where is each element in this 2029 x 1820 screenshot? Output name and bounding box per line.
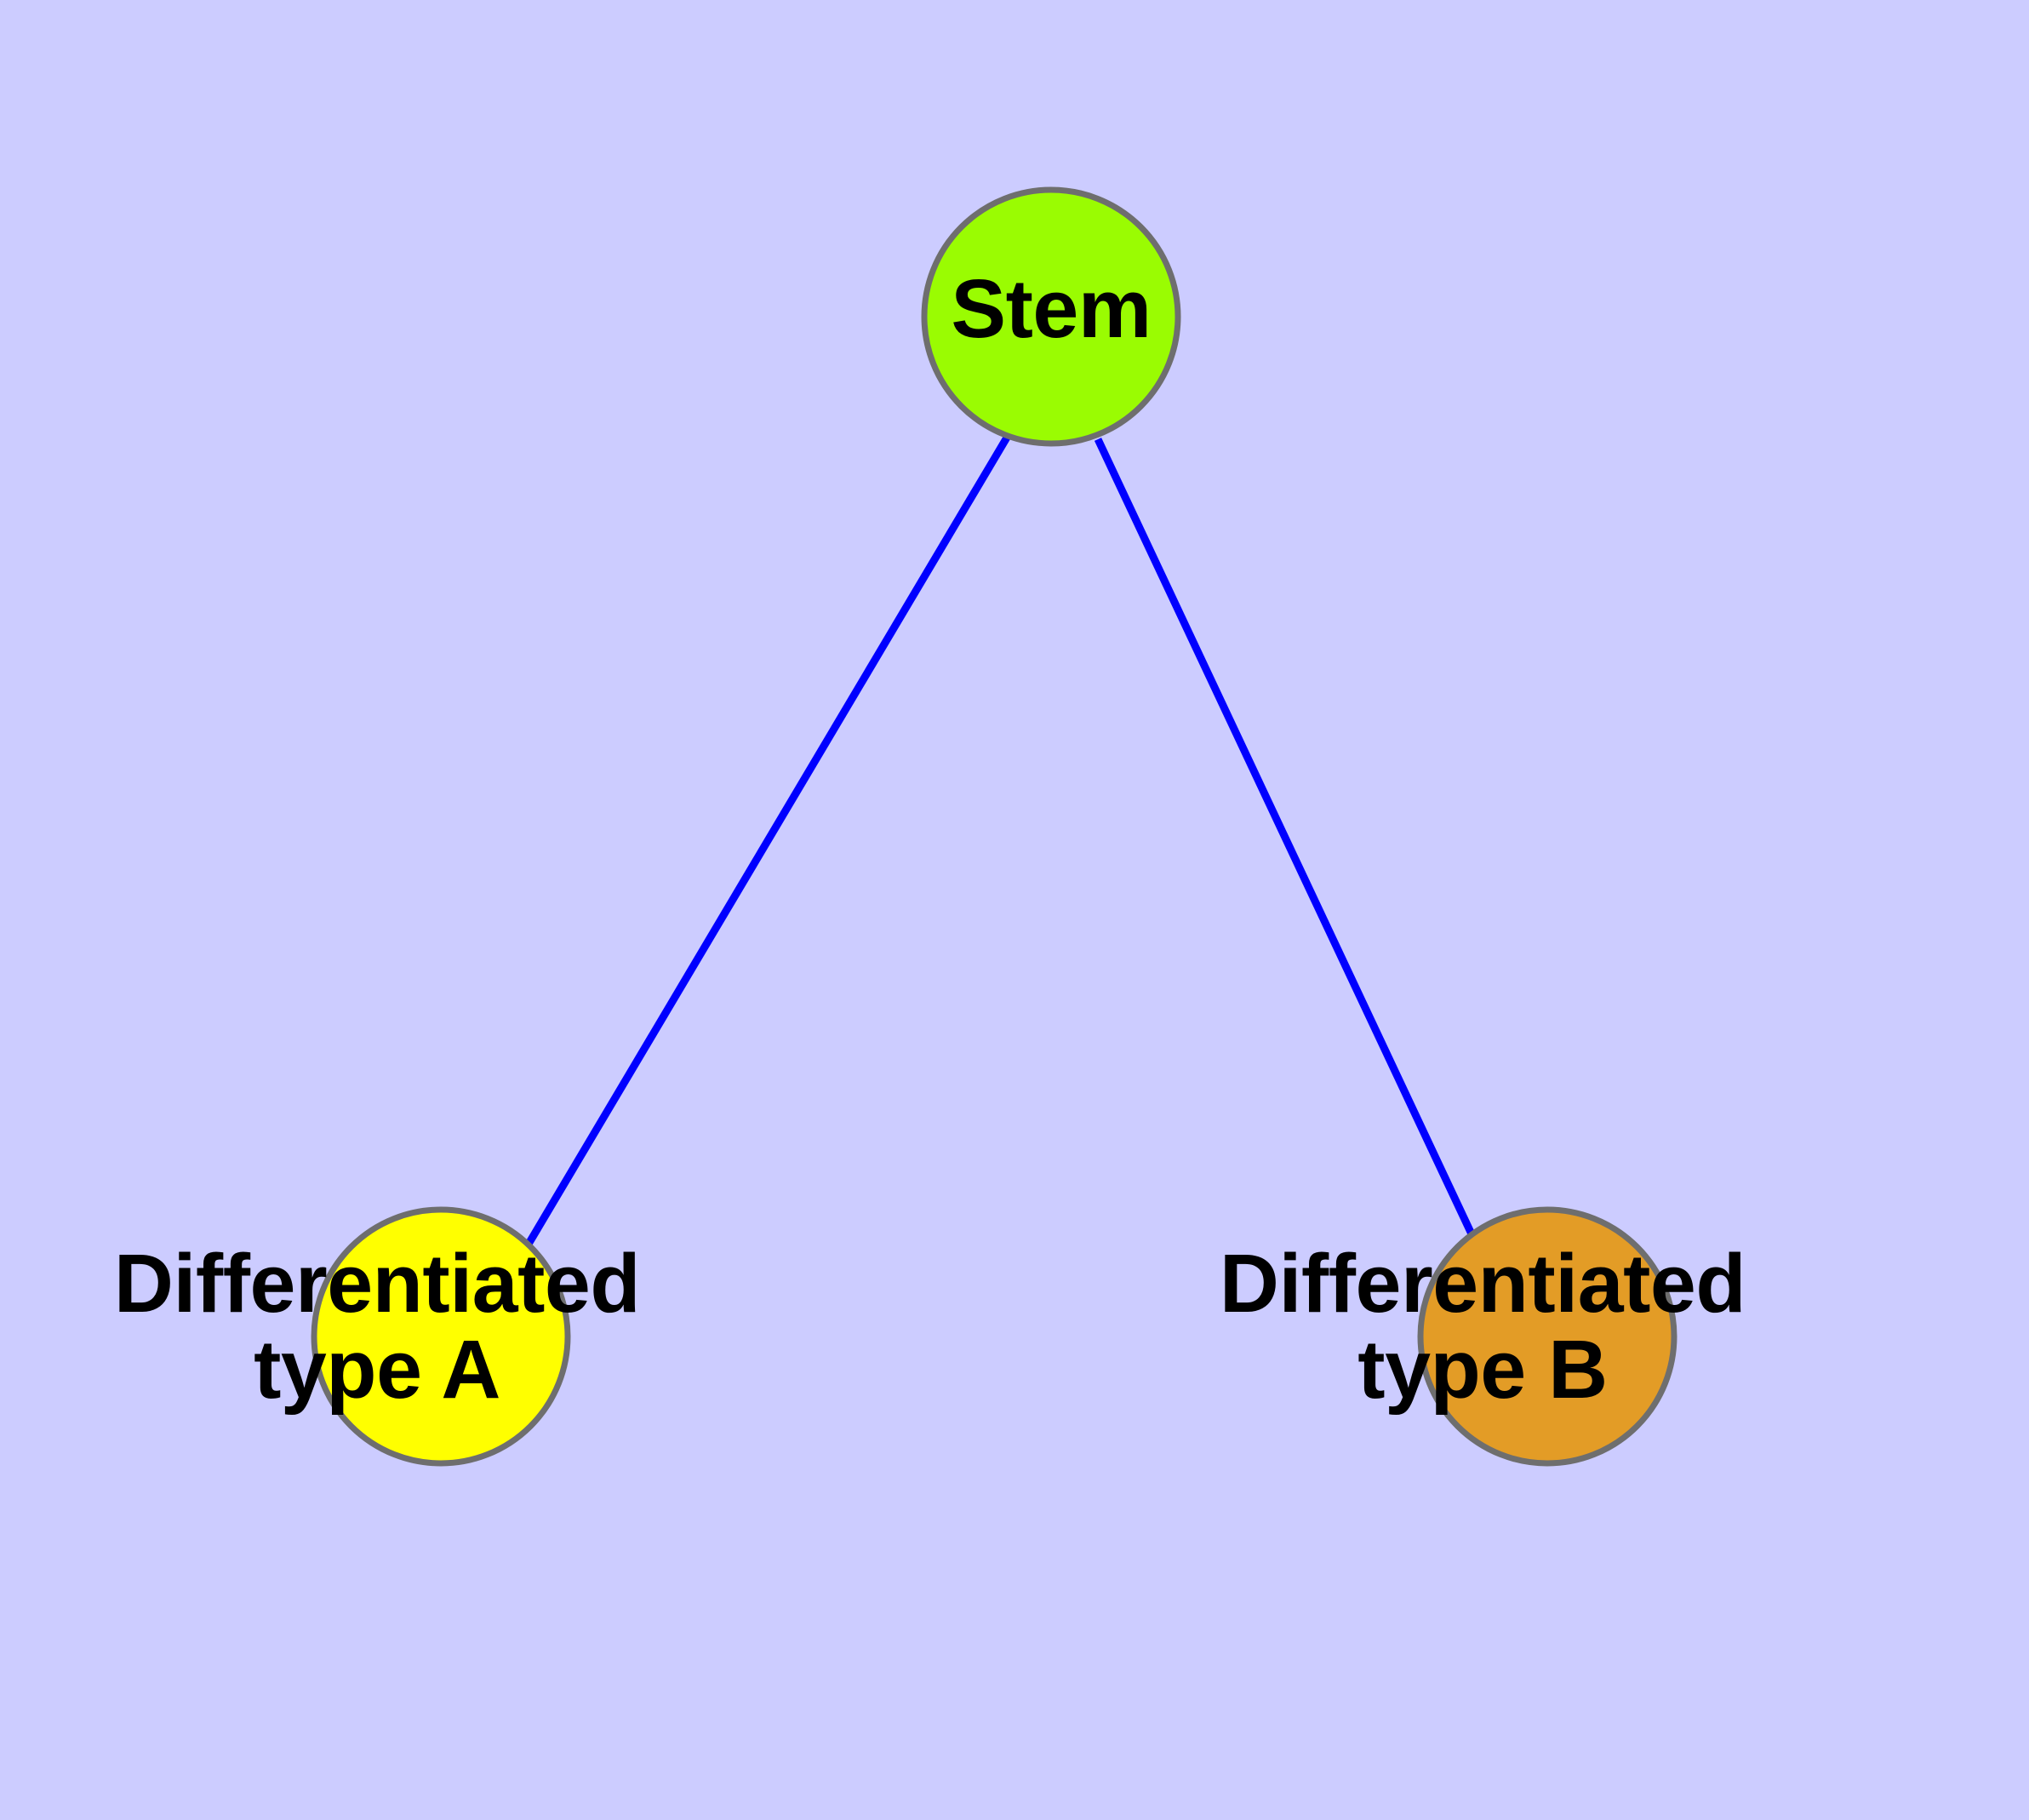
node-differentiated-type-b[interactable]	[1417, 1206, 1677, 1467]
node-stem[interactable]	[921, 186, 1181, 447]
node-layer	[311, 186, 1677, 1467]
edge-layer	[524, 435, 1478, 1248]
edge-stem-to-differentiated-type-a[interactable]	[524, 435, 1010, 1248]
node-differentiated-type-a[interactable]	[311, 1206, 571, 1467]
edge-stem-to-differentiated-type-b[interactable]	[1094, 438, 1478, 1241]
